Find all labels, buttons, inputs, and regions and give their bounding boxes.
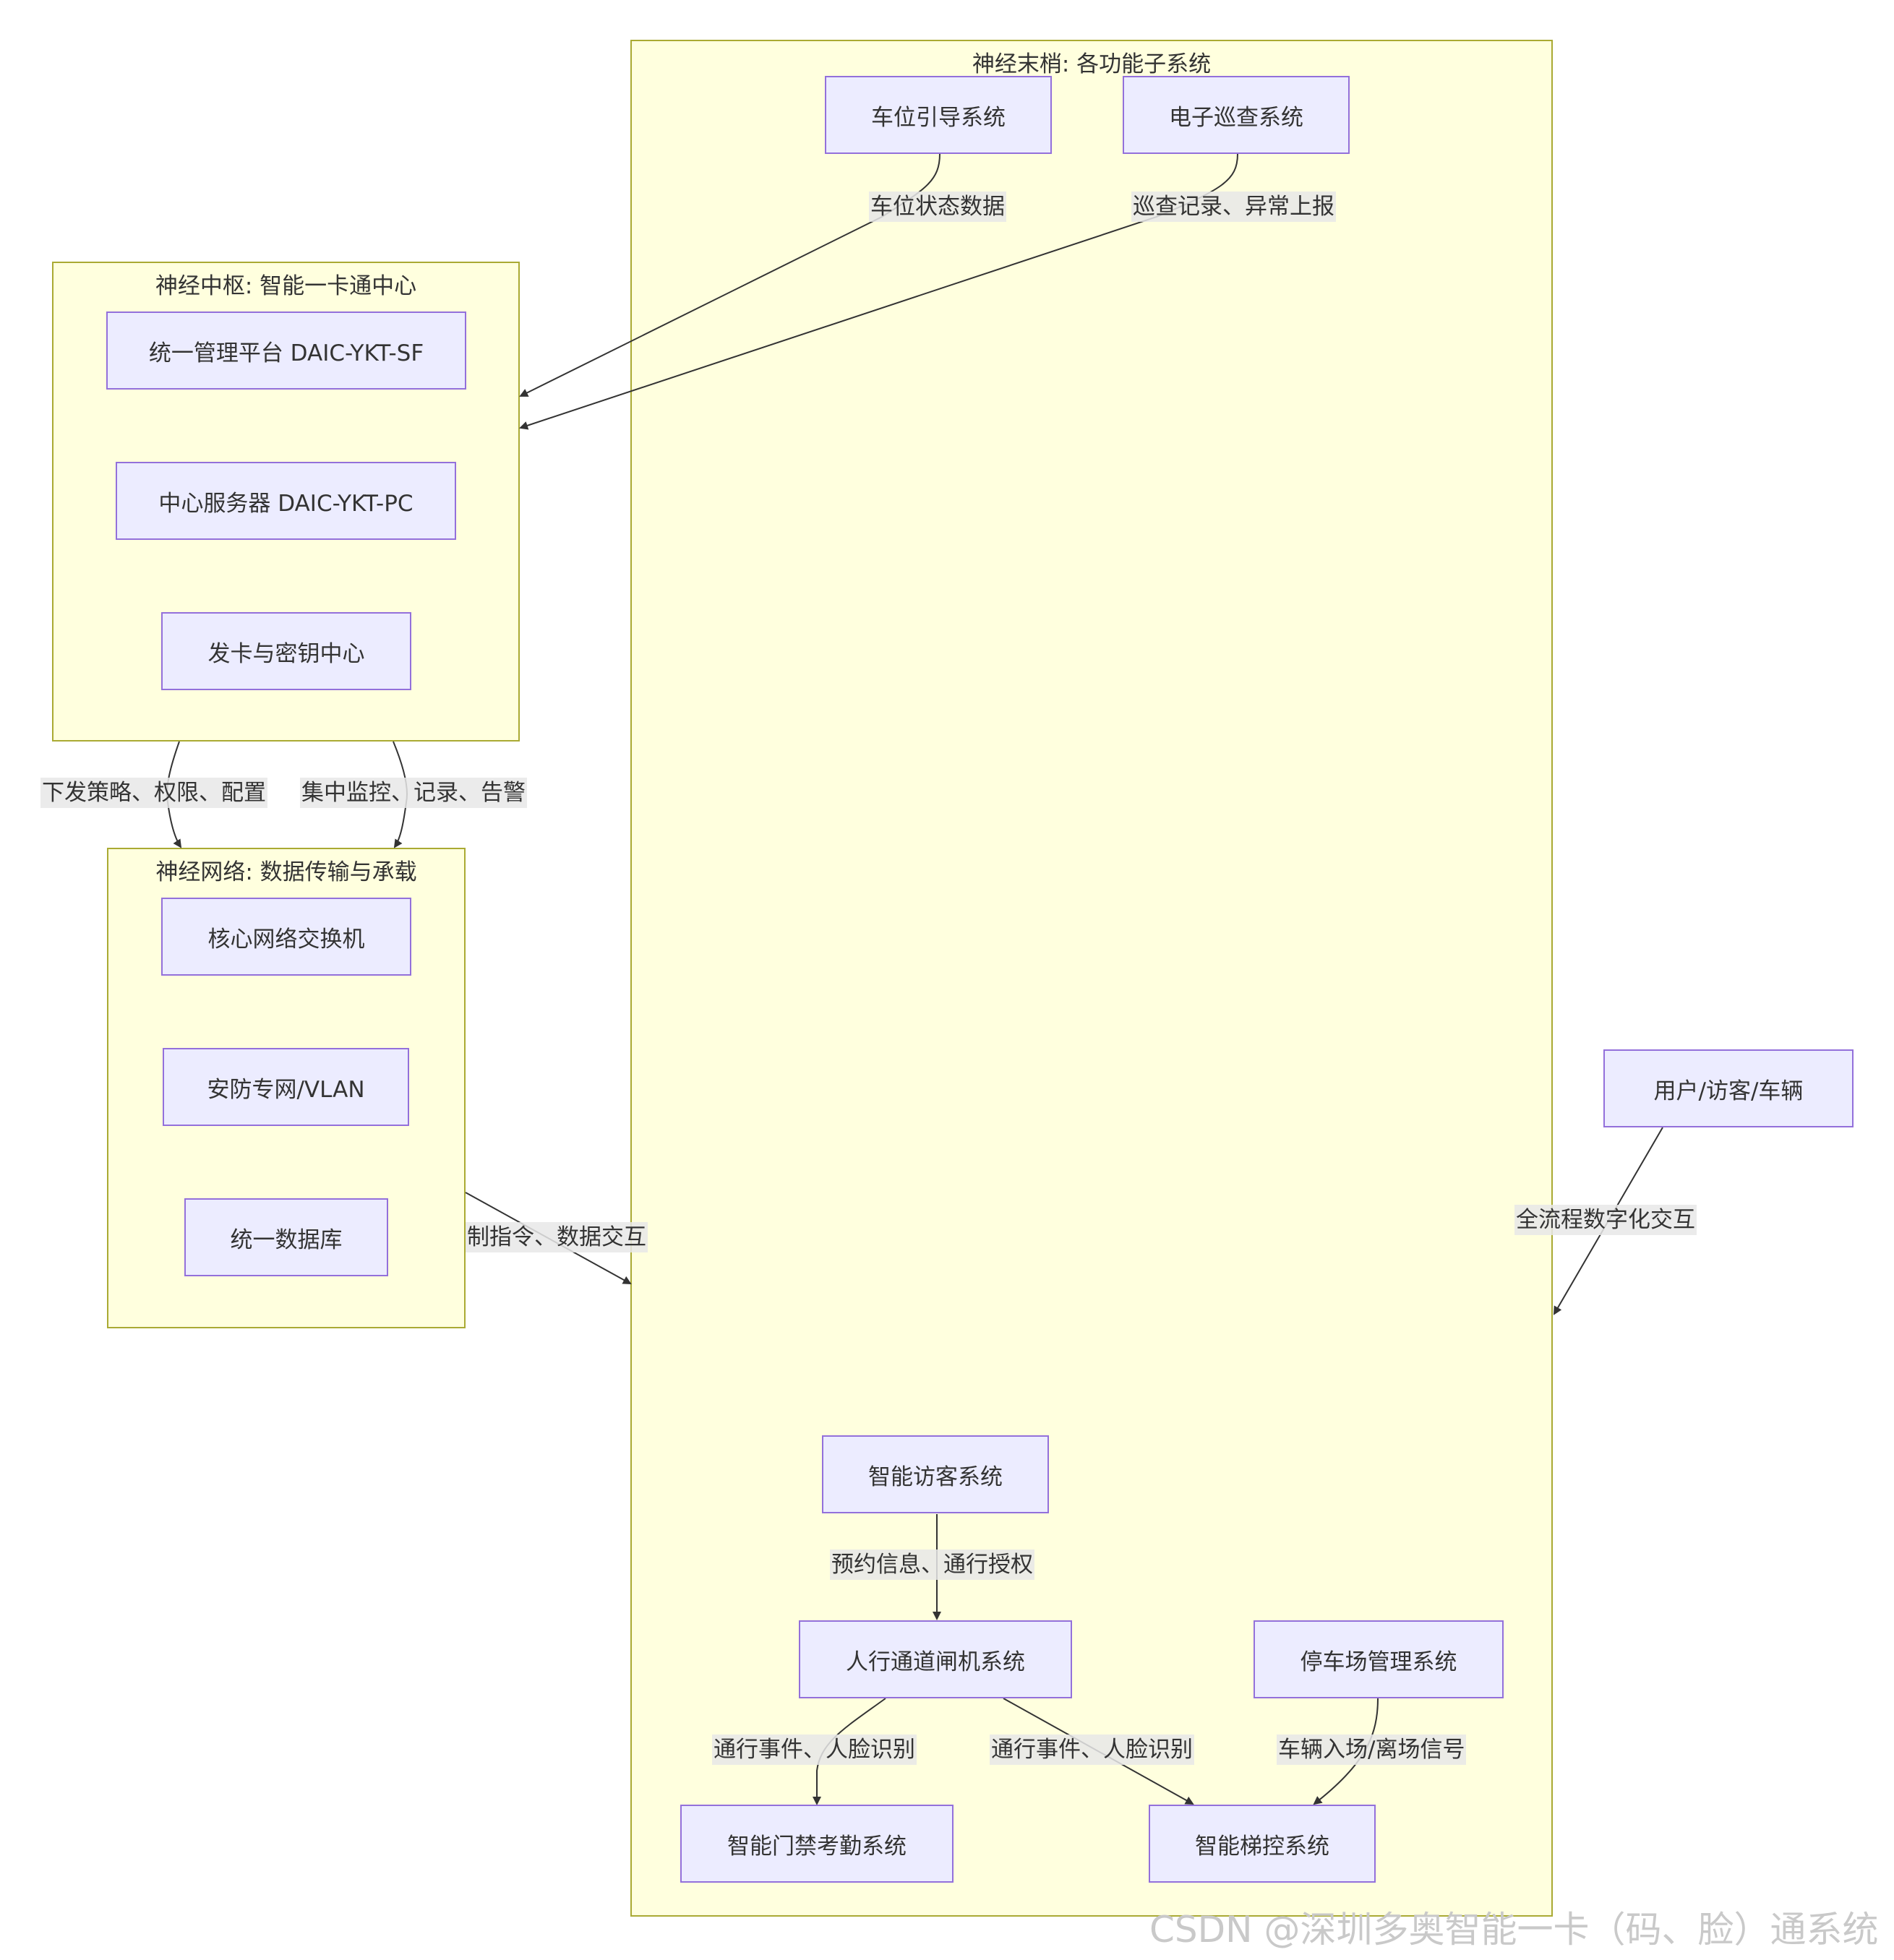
endpoints-cluster-title: 神经末梢: 各功能子系统 [972,51,1212,77]
pedestrian-gate-node: 人行通道闸机系统 [799,1620,1072,1698]
access-attendance-node: 智能门禁考勤系统 [680,1805,954,1883]
csdn-watermark: CSDN @深圳多奥智能一卡（码、脸）通系统 [1149,1909,1879,1951]
mgmt-platform-node: 统一管理平台 DAIC-YKT-SF [106,311,466,390]
edge-label-central-monitor: 集中监控、记录、告警 [300,778,527,808]
edge-label-control-data: 制指令、数据交互 [466,1222,648,1252]
parking-guide-node: 车位引导系统 [825,76,1052,154]
edge-label-parking-status: 车位状态数据 [869,192,1006,222]
visitor-system-node: 智能访客系统 [822,1435,1049,1513]
core-switch-node: 核心网络交换机 [161,898,411,976]
edge-label-pass-event-2: 通行事件、人脸识别 [990,1735,1194,1765]
network-cluster-title: 神经网络: 数据传输与承载 [155,859,417,885]
edge-label-full-digital: 全流程数字化交互 [1514,1205,1697,1235]
security-vlan-node: 安防专网/VLAN [163,1048,409,1126]
edge-label-patrol-records: 巡查记录、异常上报 [1131,192,1336,222]
edge-parking-status [519,153,940,397]
edge-label-issue-policy: 下发策略、权限、配置 [40,778,267,808]
edge-label-vehicle-signal: 车辆入场/离场信号 [1277,1735,1467,1765]
parking-mgmt-node: 停车场管理系统 [1254,1620,1504,1698]
card-key-center-node: 发卡与密钥中心 [161,612,411,690]
edge-label-pass-event-1: 通行事件、人脸识别 [712,1735,917,1765]
users-node: 用户/访客/车辆 [1603,1049,1854,1127]
elevator-control-node: 智能梯控系统 [1149,1805,1376,1883]
hub-cluster-title: 神经中枢: 智能一卡通中心 [155,273,417,299]
edge-label-reservation: 预约信息、通行授权 [830,1549,1034,1580]
center-server-node: 中心服务器 DAIC-YKT-PC [116,462,456,540]
patrol-node: 电子巡查系统 [1123,76,1350,154]
unified-db-node: 统一数据库 [184,1198,388,1276]
endpoints-cluster: 神经末梢: 各功能子系统 [630,40,1553,1917]
